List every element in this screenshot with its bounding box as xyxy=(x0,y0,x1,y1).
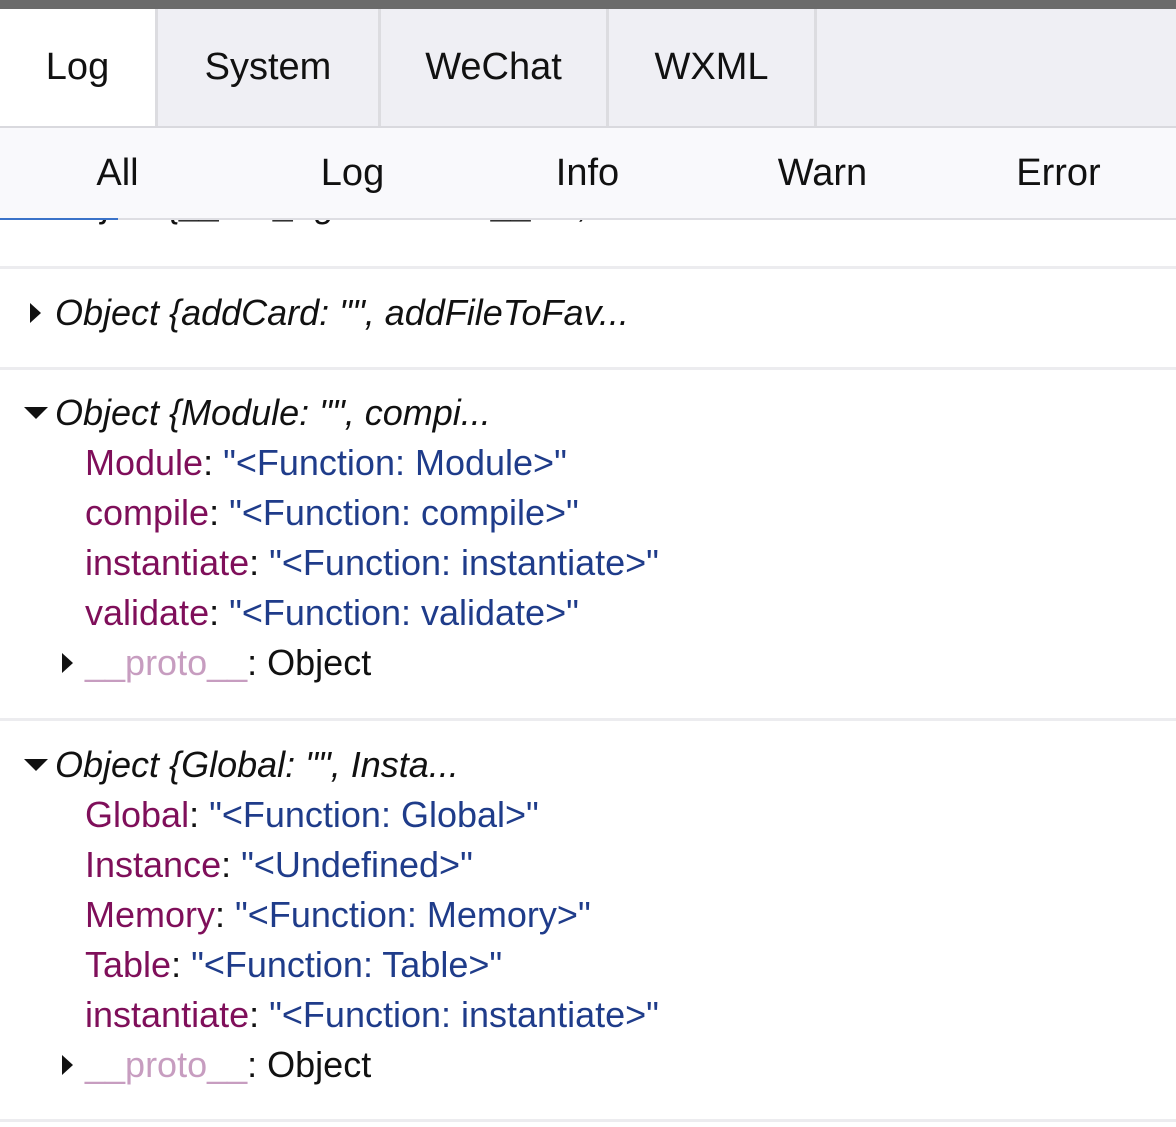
proto-value: Object xyxy=(267,1044,372,1085)
property-key: instantiate xyxy=(85,542,250,583)
property-value: "<Function: instantiate>" xyxy=(269,542,659,583)
filter-error[interactable]: Error xyxy=(1016,151,1101,194)
log-output[interactable]: Object {__call_ageLifeTime__: "",... Obj… xyxy=(0,220,1176,1127)
property-key: validate xyxy=(85,592,210,633)
collapse-arrow-icon[interactable] xyxy=(24,759,48,771)
tab-system[interactable]: System xyxy=(158,9,381,126)
tab-wxml[interactable]: WXML xyxy=(609,9,817,126)
property-key: instantiate xyxy=(85,994,250,1035)
log-entry-partial[interactable]: Object {__call_ageLifeTime__: "",... xyxy=(0,220,1176,269)
property-key: Module xyxy=(85,442,204,483)
log-entry[interactable]: Object {Global: "", Insta... Global: "<F… xyxy=(0,721,1176,1122)
object-property: Instance: "<Undefined>" xyxy=(85,844,473,885)
log-entry-summary: Object {__call_ageLifeTime__: "",... xyxy=(55,220,619,230)
object-property: Global: "<Function: Global>" xyxy=(85,794,539,835)
filter-all[interactable]: All xyxy=(96,151,139,194)
property-key: Memory xyxy=(85,894,216,935)
object-property: validate: "<Function: validate>" xyxy=(85,592,579,633)
object-property: instantiate: "<Function: instantiate>" xyxy=(85,542,659,583)
property-value: "<Function: Module>" xyxy=(223,442,567,483)
filter-info[interactable]: Info xyxy=(555,151,620,194)
log-entry-summary: Object {Global: "", Insta... xyxy=(55,744,459,785)
log-entry-summary: Object {Module: "", compi... xyxy=(55,392,491,433)
log-entry-summary: Object {addCard: "", addFileToFav... xyxy=(55,292,629,333)
expand-arrow-icon[interactable] xyxy=(62,1055,73,1075)
tab-wechat[interactable]: WeChat xyxy=(381,9,609,126)
proto-row[interactable]: __proto__: Object xyxy=(85,1044,372,1085)
property-value: "<Function: instantiate>" xyxy=(269,994,659,1035)
active-filter-indicator xyxy=(0,218,118,220)
property-value: "<Function: Memory>" xyxy=(235,894,591,935)
object-property: Module: "<Function: Module>" xyxy=(85,442,567,483)
object-property: compile: "<Function: compile>" xyxy=(85,492,579,533)
expand-arrow-icon[interactable] xyxy=(30,303,41,323)
property-key: Global xyxy=(85,794,190,835)
object-property: Memory: "<Function: Memory>" xyxy=(85,894,591,935)
proto-key: __proto__ xyxy=(85,1044,248,1085)
proto-key: __proto__ xyxy=(85,642,248,683)
property-value: "<Function: validate>" xyxy=(229,592,579,633)
top-status-strip xyxy=(0,0,1176,9)
filter-log[interactable]: Log xyxy=(320,151,385,194)
log-entry[interactable]: Object {addCard: "", addFileToFav... xyxy=(0,269,1176,370)
property-key: Table xyxy=(85,944,172,985)
log-level-filter-bar: All Log Info Warn Error xyxy=(0,128,1176,220)
property-value: "<Function: Table>" xyxy=(191,944,503,985)
proto-row[interactable]: __proto__: Object xyxy=(85,642,372,683)
main-tab-bar: Log System WeChat WXML xyxy=(0,9,1176,128)
expand-arrow-icon[interactable] xyxy=(62,653,73,673)
log-entry[interactable]: Object {Module: "", compi... Module: "<F… xyxy=(0,370,1176,721)
proto-value: Object xyxy=(267,642,372,683)
object-property: instantiate: "<Function: instantiate>" xyxy=(85,994,659,1035)
property-value: "<Undefined>" xyxy=(241,844,473,885)
property-value: "<Function: compile>" xyxy=(229,492,579,533)
object-property: Table: "<Function: Table>" xyxy=(85,944,503,985)
tab-log[interactable]: Log xyxy=(0,9,158,126)
collapse-arrow-icon[interactable] xyxy=(24,407,48,419)
filter-warn[interactable]: Warn xyxy=(777,151,868,194)
property-value: "<Function: Global>" xyxy=(209,794,539,835)
property-key: compile xyxy=(85,492,210,533)
property-key: Instance xyxy=(85,844,222,885)
